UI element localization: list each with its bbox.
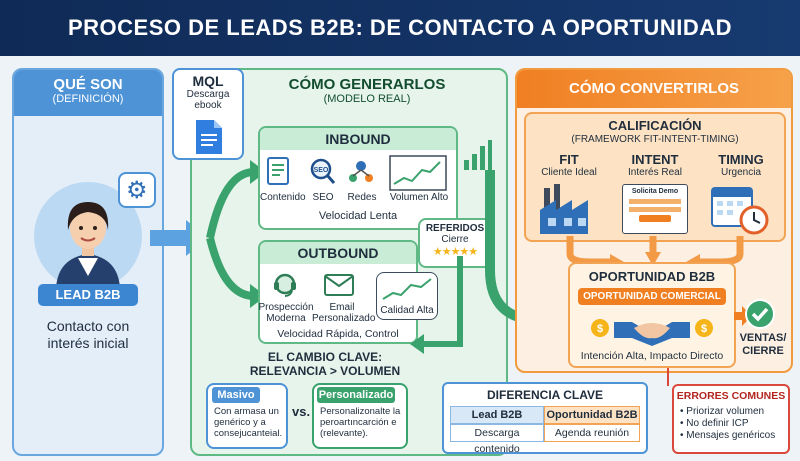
inbound-card: INBOUND SEO Contenido SEO Redes Volumen …	[258, 126, 458, 230]
inbound-item-contenido: Contenido	[260, 192, 306, 203]
convertirlos-header: CÓMO CONVERTIRLOS	[517, 70, 791, 108]
vs-label: vs.	[292, 404, 311, 419]
generarlos-title: CÓMO GENERARLOS	[288, 76, 446, 93]
handshake-icon: $ $	[591, 319, 713, 346]
generarlos-subtitle: (MODELO REAL)	[323, 93, 411, 105]
que-son-header: QUÉ SON (DEFINICIÓN)	[14, 70, 162, 116]
personalizado-card: Personalizado Personalizonalte la peroar…	[312, 383, 408, 449]
inbound-speed: Velocidad Lenta	[318, 210, 398, 222]
outbound-item-calidad: Calidad Alta	[380, 305, 434, 316]
diferencia-table: DIFERENCIA CLAVE Lead B2B Oportunidad B2…	[442, 382, 648, 455]
masivo-card: Masivo Con armasa un genérico y a consej…	[206, 383, 288, 449]
ventas-cierre: VENTAS/ CIERRE	[739, 332, 787, 357]
timing-column: TIMING Urgencia	[698, 152, 784, 178]
demo-form: Solicita Demo	[622, 184, 688, 234]
diferencia-title: DIFERENCIA CLAVE	[486, 388, 603, 402]
mql-card: MQL Descarga ebook	[172, 68, 244, 160]
referidos-title: REFERIDOS	[425, 223, 485, 234]
errores-title: ERRORES COMUNES	[676, 390, 786, 402]
svg-text:SEO: SEO	[314, 167, 329, 174]
errores-item: • No definir ICP	[680, 418, 749, 429]
intent-sub: Interés Real	[628, 167, 682, 178]
document-icon	[196, 120, 222, 154]
cambio-line1: EL CAMBIO CLAVE:	[267, 350, 383, 364]
calidad-card: Calidad Alta	[376, 272, 438, 320]
star-rating-icon: ★★★★★	[432, 246, 478, 258]
personalizado-text: Personalizonalte la peroartıncarción e (…	[320, 406, 401, 439]
que-son-panel: QUÉ SON (DEFINICIÓN) ⚙ LEAD B2B Contacto…	[12, 68, 164, 456]
calificacion-title: CALIFICACIÓN	[608, 118, 702, 133]
content-icon	[267, 157, 289, 185]
oportunidad-title: OPORTUNIDAD B2B	[588, 269, 716, 284]
timing-sub: Urgencia	[720, 167, 762, 178]
oportunidad-caption: Intención Alta, Impacto Directo	[580, 350, 724, 362]
demo-form-label: Solicita Demo	[631, 188, 679, 195]
outbound-item-email: Email Personalizado	[312, 302, 376, 324]
inbound-item-volumen: Volumen Alto	[389, 192, 449, 203]
calendar-clock-icon	[711, 187, 769, 235]
diferencia-cell-lead: Descarga contenido	[450, 424, 544, 455]
calificacion-box: CALIFICACIÓN (FRAMEWORK FIT-INTENT-TIMIN…	[524, 112, 786, 242]
intent-title: INTENT	[631, 152, 679, 167]
outbound-speed: Velocidad Rápida, Control	[277, 328, 399, 340]
convertirlos-title: CÓMO CONVERTIRLOS	[568, 80, 739, 97]
referidos-card: REFERIDOS Cierre ★★★★★	[418, 218, 492, 268]
page-title: PROCESO DE LEADS B2B: DE CONTACTO A OPOR…	[68, 15, 732, 40]
outbound-item-prospeccion: Prospección Moderna	[258, 302, 314, 324]
fit-column: FIT Cliente Ideal	[528, 152, 610, 178]
oportunidad-badge: OPORTUNIDAD COMERCIAL	[578, 288, 726, 305]
inbound-title: INBOUND	[260, 128, 456, 150]
mql-line2: ebook	[194, 100, 222, 111]
cambio-clave: EL CAMBIO CLAVE: RELEVANCIA > VOLUMEN	[240, 350, 410, 378]
factory-icon	[540, 184, 588, 234]
seo-icon: SEO	[310, 158, 336, 184]
oportunidad-card: OPORTUNIDAD B2B OPORTUNIDAD COMERCIAL $ …	[568, 262, 736, 368]
email-icon	[324, 274, 354, 296]
errores-connector	[667, 368, 669, 386]
headset-icon	[274, 273, 296, 297]
personalizado-title: Personalizado	[317, 387, 395, 403]
lead-b2b-badge: LEAD B2B	[38, 284, 138, 306]
que-son-subtitle: (DEFINICIÓN)	[52, 93, 124, 105]
errores-item: • Mensajes genéricos	[680, 430, 776, 441]
avatar	[34, 182, 142, 290]
calificacion-subtitle: (FRAMEWORK FIT-INTENT-TIMING)	[571, 134, 739, 145]
masivo-text: Con armasa un genérico y a consejucantei…	[214, 406, 283, 439]
svg-text:$: $	[597, 323, 603, 335]
masivo-title: Masivo	[212, 387, 260, 403]
quality-chart-icon	[382, 278, 432, 300]
errores-list: • Priorizar volumen • No definir ICP • M…	[680, 406, 790, 442]
diferencia-header-oportunidad: Oportunidad B2B	[544, 406, 640, 424]
mql-title: MQL	[192, 73, 224, 89]
gear-icon: ⚙	[126, 177, 148, 204]
diferencia-header-lead: Lead B2B	[450, 406, 544, 424]
lead-description: Contacto con interés inicial	[46, 318, 130, 351]
svg-text:$: $	[701, 323, 707, 335]
diferencia-cell-oportunidad: Agenda reunión	[544, 424, 640, 442]
page-header: PROCESO DE LEADS B2B: DE CONTACTO A OPOR…	[0, 0, 800, 56]
errores-item: • Priorizar volumen	[680, 406, 765, 417]
gear-bubble: ⚙	[118, 172, 156, 208]
generarlos-header: CÓMO GENERARLOS (MODELO REAL)	[252, 76, 482, 105]
bars-chart-icon	[464, 140, 492, 170]
mql-line1: Descarga	[186, 89, 230, 100]
inbound-item-redes: Redes	[347, 192, 377, 203]
timing-title: TIMING	[718, 152, 764, 167]
outbound-title: OUTBOUND	[260, 242, 416, 264]
errores-box: ERRORES COMUNES • Priorizar volumen • No…	[672, 384, 790, 454]
cambio-line2: RELEVANCIA > VOLUMEN	[249, 364, 401, 378]
inbound-item-seo: SEO	[312, 192, 334, 203]
growth-chart-icon	[389, 155, 447, 191]
referidos-sub: Cierre	[441, 234, 469, 245]
que-son-title: QUÉ SON	[53, 76, 123, 93]
feedback-arrow	[410, 256, 463, 354]
fit-title: FIT	[559, 152, 579, 167]
checkmark-icon	[745, 299, 775, 329]
outbound-card: OUTBOUND Prospección Moderna Email Perso…	[258, 240, 418, 344]
social-network-icon	[349, 161, 373, 182]
arrow-to-ventas	[734, 306, 752, 326]
intent-column: INTENT Interés Real	[614, 152, 696, 178]
fit-sub: Cliente Ideal	[541, 167, 597, 178]
